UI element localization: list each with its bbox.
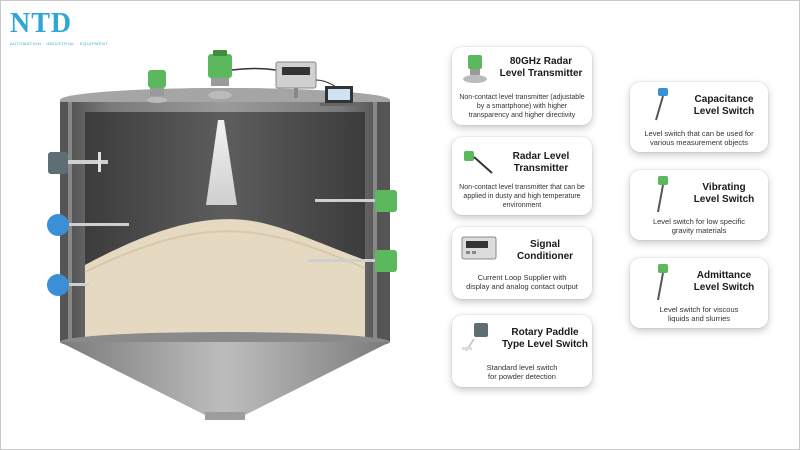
card-vibrating-desc-1: Level switch for low specific (652, 217, 746, 226)
rotary-paddle-device (48, 152, 108, 174)
card-80ghz-radar[interactable]: 80GHz Radar Level Transmitter Non-contac… (452, 47, 592, 125)
card-signal-conditioner[interactable]: Signal Conditioner Current Loop Supplier… (452, 227, 592, 299)
card-radar-level-title-2: Transmitter (513, 163, 569, 174)
card-capacitance-title-2: Level Switch (693, 106, 755, 117)
card-radar-level-desc-1: Non-contact level transmitter that can b… (459, 184, 585, 191)
card-signal-conditioner-title-2: Conditioner (516, 251, 574, 262)
card-radar-level-title-1: Radar Level (512, 151, 570, 162)
card-rotary-paddle-desc-1: Standard level switch (486, 363, 558, 372)
card-rotary-paddle-title-2: Type Level Switch (502, 339, 588, 350)
card-rotary-paddle-desc-2: for powder detection (488, 372, 556, 381)
card-signal-conditioner-desc-1: Current Loop Supplier with (477, 273, 567, 282)
card-80ghz-radar-desc-1: Non-contact level transmitter (adjustabl… (459, 94, 585, 101)
card-radar-level-desc-2: applied in dusty and high temperature (463, 193, 581, 200)
radar-transmitter-device (147, 70, 167, 103)
card-admittance-desc-1: Level switch for viscous (659, 305, 739, 314)
card-radar-level[interactable]: Radar Level Transmitter Non-contact leve… (452, 137, 592, 215)
card-capacitance-title-1: Capacitance (694, 94, 754, 105)
radar-80ghz-icon (463, 55, 487, 83)
laptop (320, 86, 358, 106)
logo-tagline: AUTOMATION · INDUSTRIAL · EQUIPMENT (10, 41, 109, 46)
card-radar-level-desc-3: environment (502, 202, 542, 209)
card-signal-conditioner-title-1: Signal (529, 239, 560, 250)
admittance-device (308, 250, 397, 272)
admittance-switch-icon (657, 264, 668, 301)
silo-cone (60, 342, 390, 415)
card-signal-conditioner-desc-2: display and analog contact output (466, 282, 578, 291)
vibrating-switch-icon (657, 176, 668, 213)
card-80ghz-radar-title-2: Level Transmitter (499, 68, 583, 79)
card-80ghz-radar-desc-3: transparency and higher directivity (468, 112, 576, 119)
card-vibrating-desc-2: gravity materials (671, 226, 727, 235)
rotary-paddle-icon (462, 323, 488, 352)
card-capacitance-desc-2: various measurement objects (650, 138, 748, 147)
card-admittance-desc-2: liquids and slurries (667, 314, 731, 323)
radar-beam (206, 120, 237, 205)
card-vibrating-title-1: Vibrating (702, 182, 746, 193)
powder-heap (85, 219, 365, 340)
radar-transmitter-icon (464, 151, 493, 174)
card-rotary-paddle[interactable]: Rotary Paddle Type Level Switch Standard… (452, 315, 592, 387)
card-vibrating-title-2: Level Switch (693, 194, 755, 205)
vibrating-device (315, 190, 397, 212)
card-80ghz-radar-title-1: 80GHz Radar (509, 56, 573, 67)
card-capacitance-desc-1: Level switch that can be used for (644, 129, 754, 138)
card-80ghz-radar-desc-2: by a smartphone) with higher (476, 103, 568, 110)
card-admittance[interactable]: Admittance Level Switch Level switch for… (630, 258, 768, 328)
card-vibrating[interactable]: Vibrating Level Switch Level switch for … (630, 170, 768, 240)
card-admittance-title-1: Admittance (696, 270, 752, 281)
card-rotary-paddle-title-1: Rotary Paddle (511, 327, 579, 338)
capacitance-switch-icon (655, 88, 668, 121)
capacitance-device-lower (47, 274, 89, 296)
card-capacitance[interactable]: Capacitance Level Switch Level switch th… (630, 82, 768, 152)
signal-conditioner-device (275, 61, 317, 98)
card-admittance-title-2: Level Switch (693, 282, 755, 293)
ntd-logo: NTD AUTOMATION · INDUSTRIAL · EQUIPMENT (10, 8, 109, 50)
radar-80ghz-device (208, 50, 232, 99)
silo-illustration (47, 50, 397, 420)
capacitance-device-upper (47, 214, 129, 236)
signal-conditioner-icon (461, 236, 497, 260)
logo-text: NTD (10, 8, 73, 39)
